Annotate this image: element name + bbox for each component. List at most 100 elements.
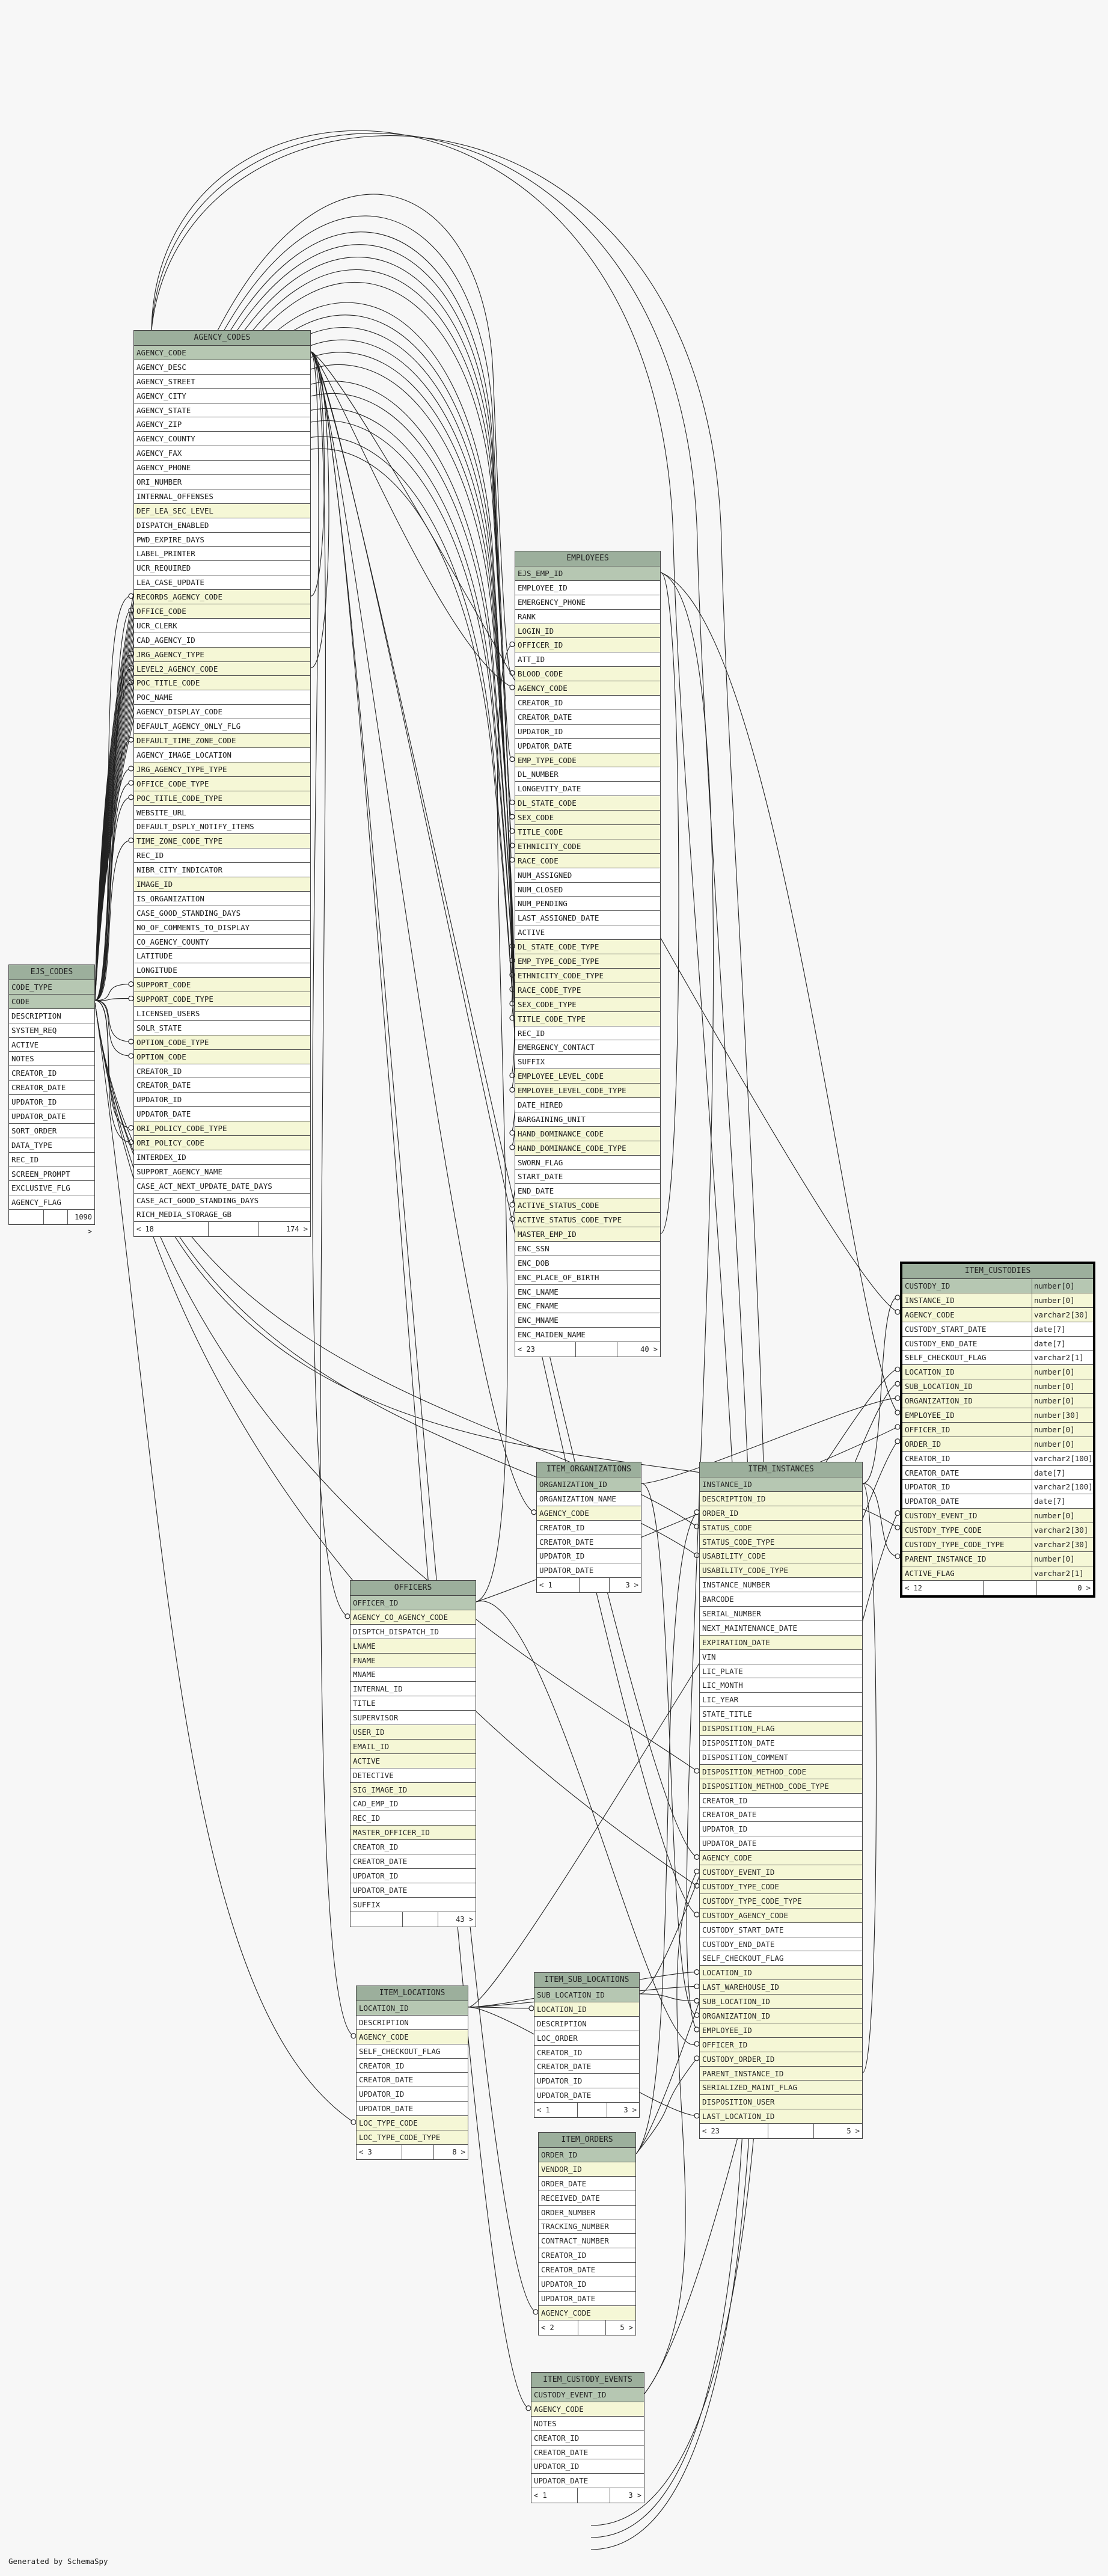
column-row: ACTIVE_STATUS_CODE_TYPE — [515, 1213, 660, 1227]
column-name: AGENCY_PHONE — [136, 463, 191, 473]
column-name: ENC_PLACE_OF_BIRTH — [518, 1272, 599, 1282]
table-title: ITEM_ORDERS — [539, 2133, 635, 2148]
relationship-endpoint — [509, 857, 515, 863]
column-name: CREATOR_ID — [534, 2433, 580, 2443]
column-row: VENDOR_ID — [539, 2162, 635, 2177]
column-name: DEF_LEA_SEC_LEVEL — [136, 506, 213, 515]
column-row: DL_STATE_CODE — [515, 796, 660, 811]
column-row: AGENCY_CODE — [539, 2305, 635, 2320]
parent-count[interactable]: < 1 — [537, 1578, 580, 1593]
column-name: SEX_CODE — [518, 813, 554, 823]
column-name: REC_ID — [353, 1814, 381, 1823]
relationship-line — [94, 1000, 132, 1042]
parent-count[interactable]: < 23 — [700, 2124, 768, 2139]
column-name: SUPPORT_AGENCY_NAME — [136, 1167, 222, 1176]
child-count[interactable]: 5 > — [846, 2127, 860, 2136]
parent-count[interactable] — [350, 1912, 403, 1927]
column-row: RACE_CODE_TYPE — [515, 983, 660, 998]
column-name: LATITUDE — [136, 951, 173, 961]
column-name: DL_STATE_CODE_TYPE — [518, 942, 599, 952]
relationship-endpoint — [694, 1883, 700, 1889]
column-name: DL_STATE_CODE — [518, 799, 577, 808]
column-row: UPDATOR_DATE — [350, 1883, 476, 1898]
relationship-endpoint — [128, 765, 134, 771]
column-name: CAD_EMP_ID — [353, 1799, 399, 1809]
parent-count[interactable]: < 1 — [531, 2488, 578, 2503]
column-row: LOC_ORDER — [534, 2031, 639, 2046]
column-name: LNAME — [353, 1641, 376, 1651]
relationship-endpoint — [128, 837, 134, 844]
parent-count[interactable]: < 23 — [515, 1342, 577, 1357]
parent-count[interactable] — [9, 1210, 44, 1225]
child-count[interactable]: 174 > — [286, 1225, 308, 1234]
column-row: POC_TITLE_CODE_TYPE — [134, 791, 310, 806]
column-row: UCR_REQUIRED — [134, 561, 310, 576]
parent-count[interactable]: < 2 — [539, 2320, 578, 2335]
column-row: AGENCY_ZIP — [134, 417, 310, 432]
column-name: AGENCY_FLAG — [11, 1198, 61, 1207]
column-row: AGENCY_STATE — [134, 403, 310, 418]
column-row: INTERNAL_ID — [350, 1682, 476, 1697]
parent-count[interactable]: < 3 — [357, 2144, 403, 2159]
column-row: CREATOR_DATE — [700, 1808, 862, 1823]
column-name: SOLR_STATE — [136, 1023, 182, 1032]
child-count[interactable]: 40 > — [640, 1345, 658, 1354]
child-count[interactable]: 8 > — [452, 2147, 465, 2156]
column-row: AGENCY_CODE — [134, 346, 310, 360]
child-count[interactable]: 3 > — [628, 2491, 641, 2500]
column-row: EMPLOYEE_LEVEL_CODE — [515, 1069, 660, 1084]
table-title: ITEM_ORGANIZATIONS — [537, 1462, 641, 1477]
column-row: SOLR_STATE — [134, 1021, 310, 1035]
parent-count[interactable]: < 12 — [902, 1580, 984, 1595]
child-count[interactable]: 3 > — [625, 1581, 638, 1590]
parent-count[interactable]: < 1 — [534, 2103, 578, 2118]
child-count[interactable]: 5 > — [620, 2323, 633, 2332]
column-row: WEBSITE_URL — [134, 806, 310, 820]
child-count[interactable]: 3 > — [623, 2106, 637, 2115]
relationship-line — [94, 998, 132, 1001]
parent-count[interactable]: < 18 — [134, 1222, 209, 1237]
column-name: DESCRIPTION — [537, 2019, 587, 2028]
column-name: CREATOR_DATE — [359, 2075, 414, 2085]
column-type: number[0] — [1032, 1293, 1093, 1307]
column-type: varchar2[1] — [1032, 1566, 1093, 1580]
child-count[interactable]: 43 > — [456, 1915, 473, 1924]
child-count[interactable]: 0 > — [1077, 1583, 1091, 1592]
column-row: CREATOR_ID — [134, 1064, 310, 1079]
column-name: LIC_PLATE — [702, 1666, 743, 1676]
column-row: TITLE — [350, 1696, 476, 1711]
column-name: NO_OF_COMMENTS_TO_DISPLAY — [136, 922, 250, 932]
row-count-spacer — [578, 2488, 610, 2503]
column-name: CAD_AGENCY_ID — [136, 635, 195, 645]
column-row: EMP_TYPE_CODE — [515, 753, 660, 768]
column-row: ENC_MNAME — [515, 1313, 660, 1328]
column-row: POC_NAME — [134, 690, 310, 705]
column-row: LAST_ASSIGNED_DATE — [515, 911, 660, 926]
relationship-endpoint — [694, 1868, 700, 1874]
column-row: EMPLOYEE_ID — [515, 581, 660, 595]
relationship-line — [94, 739, 132, 1001]
relationship-endpoint — [895, 1395, 901, 1401]
column-name: TIME_ZONE_CODE_TYPE — [136, 836, 222, 846]
column-name: EMPLOYEE_LEVEL_CODE_TYPE — [518, 1086, 626, 1096]
column-row: EMP_TYPE_CODE_TYPE — [515, 954, 660, 969]
child-count[interactable]: 1090 > — [75, 1213, 92, 1236]
column-name: LOCATION_ID — [537, 2004, 587, 2014]
column-row: DISPTCH_DISPATCH_ID — [350, 1625, 476, 1639]
relationship-endpoint — [895, 1424, 901, 1430]
